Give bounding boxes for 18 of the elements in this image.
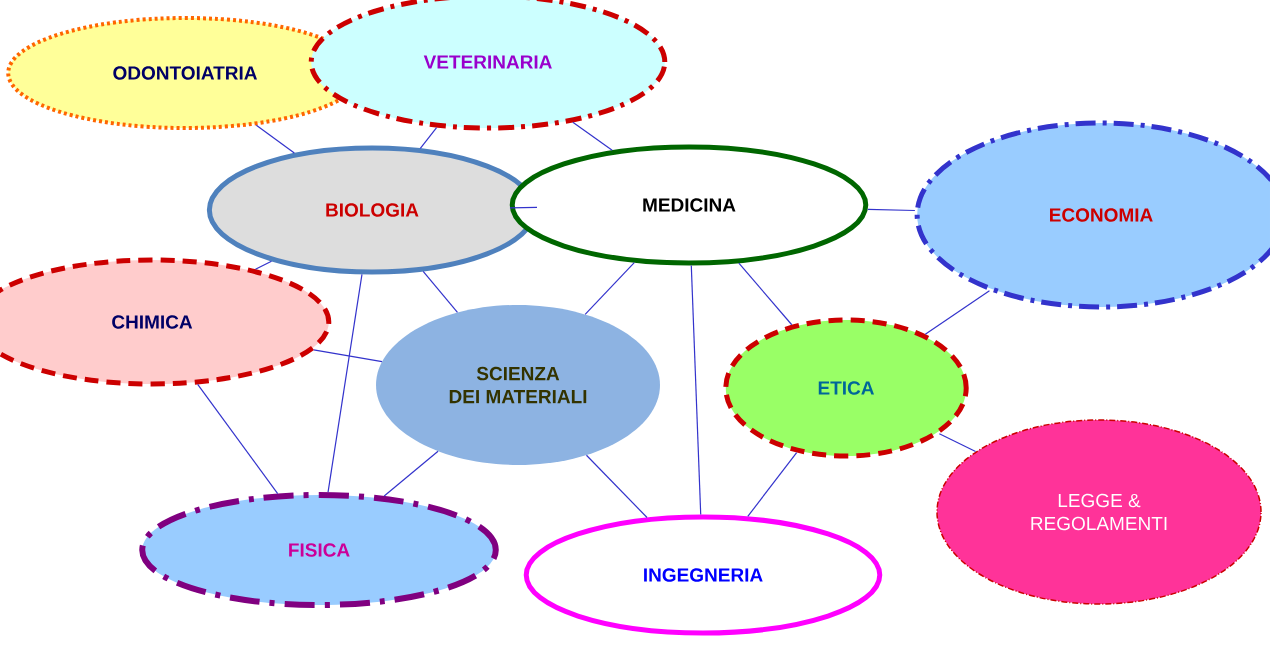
connector-line <box>738 262 793 326</box>
connector-line <box>867 208 916 212</box>
connector-line <box>254 260 273 270</box>
connector-line <box>585 454 648 519</box>
connector-line <box>313 349 383 363</box>
connector-line <box>197 383 279 495</box>
connector-line <box>255 124 295 154</box>
connector-line <box>419 127 438 149</box>
connector-line <box>383 450 439 497</box>
connector-line <box>924 290 991 335</box>
connector-line <box>584 262 635 315</box>
connector-line <box>747 451 798 517</box>
connector-line <box>509 206 538 209</box>
connector-line <box>690 264 702 516</box>
connector-line <box>938 433 977 453</box>
connector-line <box>572 121 613 151</box>
connector-line <box>327 273 363 493</box>
connector-line <box>422 270 459 314</box>
